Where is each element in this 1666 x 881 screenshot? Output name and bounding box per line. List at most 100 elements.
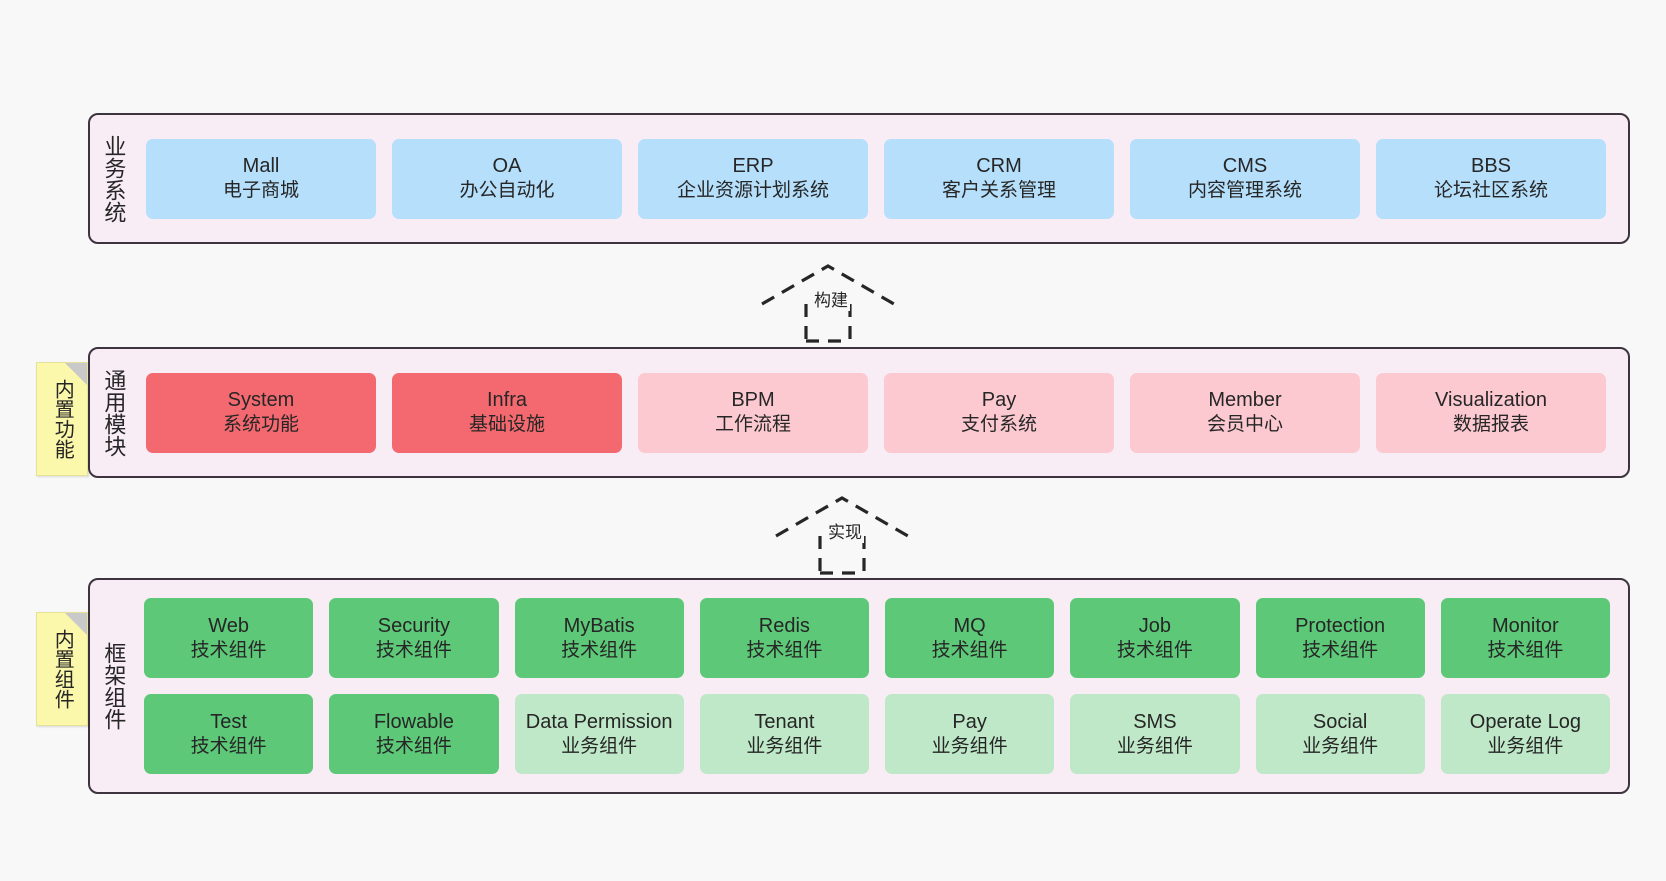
card-title: System <box>227 389 295 412</box>
card-title: MQ <box>953 614 986 637</box>
card-title: SMS <box>1133 710 1177 733</box>
card-subtitle: 技术组件 <box>1487 639 1564 661</box>
card-title: Operate Log <box>1469 710 1581 733</box>
framework-components-card-grid: Web 技术组件 Security 技术组件 MyBatis 技术组件 Redi… <box>136 580 1628 792</box>
build-arrow: 构建 <box>758 262 898 343</box>
card-title: CRM <box>976 155 1022 178</box>
card-title: Redis <box>758 614 810 637</box>
card-subtitle: 企业资源计划系统 <box>676 180 829 202</box>
card-protection[interactable]: Protection 技术组件 <box>1255 598 1425 678</box>
note-label: 内置组件 <box>51 629 74 709</box>
card-subtitle: 技术组件 <box>190 639 267 661</box>
card-mybatis[interactable]: MyBatis 技术组件 <box>514 598 684 678</box>
card-operate-log[interactable]: Operate Log 业务组件 <box>1440 694 1610 774</box>
card-subtitle: 业务组件 <box>561 735 638 757</box>
card-social[interactable]: Social 业务组件 <box>1255 694 1425 774</box>
card-data-permission[interactable]: Data Permission 业务组件 <box>514 694 684 774</box>
card-title: ERP <box>732 155 774 178</box>
arrow-shaft <box>818 536 866 575</box>
card-subtitle: 电子商城 <box>222 180 299 202</box>
card-job[interactable]: Job 技术组件 <box>1070 598 1240 678</box>
common-modules-card-list: System 系统功能 Infra 基础设施 BPM 工作流程 Pay 支付系统… <box>136 349 1628 476</box>
card-monitor[interactable]: Monitor 技术组件 <box>1440 598 1610 678</box>
arrowhead-triangle <box>775 496 909 538</box>
card-title: Infra <box>486 389 528 412</box>
card-title: CMS <box>1222 155 1268 178</box>
card-infra[interactable]: Infra 基础设施 <box>392 372 622 453</box>
card-test[interactable]: Test 技术组件 <box>144 694 314 774</box>
card-flowable[interactable]: Flowable 技术组件 <box>329 694 499 774</box>
note-label: 内置功能 <box>51 379 74 459</box>
card-subtitle: 支付系统 <box>960 414 1037 436</box>
card-subtitle: 技术组件 <box>1116 639 1193 661</box>
card-visualization[interactable]: Visualization 数据报表 <box>1376 372 1606 453</box>
section-business-systems: 业务系统 Mall 电子商城 OA 办公自动化 ERP 企业资源计划系统 CRM… <box>88 113 1630 244</box>
card-crm[interactable]: CRM 客户关系管理 <box>884 138 1114 219</box>
card-title: Protection <box>1295 614 1386 637</box>
implement-arrow-label: 实现 <box>826 518 864 543</box>
build-arrow-label: 构建 <box>812 286 850 311</box>
card-subtitle: 客户关系管理 <box>941 180 1056 202</box>
card-title: Visualization <box>1435 389 1547 412</box>
note-builtin-components: 内置组件 <box>36 612 88 726</box>
card-subtitle: 技术组件 <box>1302 639 1379 661</box>
note-fold-corner <box>65 363 87 385</box>
section-label-common-modules: 通用模块 <box>101 368 127 457</box>
card-title: BBS <box>1470 155 1512 178</box>
card-system[interactable]: System 系统功能 <box>146 372 376 453</box>
card-subtitle: 内容管理系统 <box>1187 180 1302 202</box>
note-fold-corner <box>65 613 87 635</box>
card-subtitle: 技术组件 <box>931 639 1008 661</box>
card-title: Monitor <box>1492 614 1559 637</box>
card-title: Pay <box>952 710 987 733</box>
card-subtitle: 技术组件 <box>561 639 638 661</box>
card-title: Web <box>208 614 249 637</box>
card-title: Flowable <box>373 710 454 733</box>
card-title: MyBatis <box>563 614 635 637</box>
card-subtitle: 技术组件 <box>190 735 267 757</box>
card-security[interactable]: Security 技术组件 <box>329 598 499 678</box>
card-subtitle: 技术组件 <box>375 639 452 661</box>
card-mq[interactable]: MQ 技术组件 <box>885 598 1055 678</box>
card-subtitle: 技术组件 <box>375 735 452 757</box>
card-pay[interactable]: Pay 支付系统 <box>884 372 1114 453</box>
card-title: Data Permission <box>525 710 673 733</box>
card-title: Tenant <box>754 710 815 733</box>
card-subtitle: 业务组件 <box>1116 735 1193 757</box>
card-erp[interactable]: ERP 企业资源计划系统 <box>638 138 868 219</box>
card-subtitle: 会员中心 <box>1206 414 1283 436</box>
card-title: OA <box>492 155 522 178</box>
card-bpm[interactable]: BPM 工作流程 <box>638 372 868 453</box>
card-bbs[interactable]: BBS 论坛社区系统 <box>1376 138 1606 219</box>
card-sms[interactable]: SMS 业务组件 <box>1070 694 1240 774</box>
card-mall[interactable]: Mall 电子商城 <box>146 138 376 219</box>
card-subtitle: 业务组件 <box>746 735 823 757</box>
card-title: Test <box>210 710 247 733</box>
card-web[interactable]: Web 技术组件 <box>144 598 314 678</box>
card-member[interactable]: Member 会员中心 <box>1130 372 1360 453</box>
note-builtin-functions: 内置功能 <box>36 362 88 476</box>
section-framework-components: 框架组件 Web 技术组件 Security 技术组件 MyBatis 技术组件… <box>88 578 1630 794</box>
card-subtitle: 工作流程 <box>714 414 791 436</box>
card-tenant[interactable]: Tenant 业务组件 <box>699 694 869 774</box>
card-subtitle: 系统功能 <box>222 414 299 436</box>
card-title: Mall <box>242 155 280 178</box>
card-cms[interactable]: CMS 内容管理系统 <box>1130 138 1360 219</box>
arrow-shaft <box>804 304 852 343</box>
card-pay-business[interactable]: Pay 业务组件 <box>885 694 1055 774</box>
card-subtitle: 业务组件 <box>1487 735 1564 757</box>
card-subtitle: 业务组件 <box>1302 735 1379 757</box>
arrowhead-triangle <box>761 264 895 306</box>
card-subtitle: 技术组件 <box>746 639 823 661</box>
section-common-modules: 通用模块 System 系统功能 Infra 基础设施 BPM 工作流程 Pay… <box>88 347 1630 478</box>
card-title: Social <box>1312 710 1368 733</box>
card-title: Member <box>1208 389 1282 412</box>
card-subtitle: 论坛社区系统 <box>1433 180 1548 202</box>
card-title: Pay <box>981 389 1017 412</box>
section-label-framework-components: 框架组件 <box>101 642 127 730</box>
implement-arrow: 实现 <box>772 494 912 575</box>
card-oa[interactable]: OA 办公自动化 <box>392 138 622 219</box>
card-redis[interactable]: Redis 技术组件 <box>699 598 869 678</box>
section-label-business-systems: 业务系统 <box>101 134 127 223</box>
